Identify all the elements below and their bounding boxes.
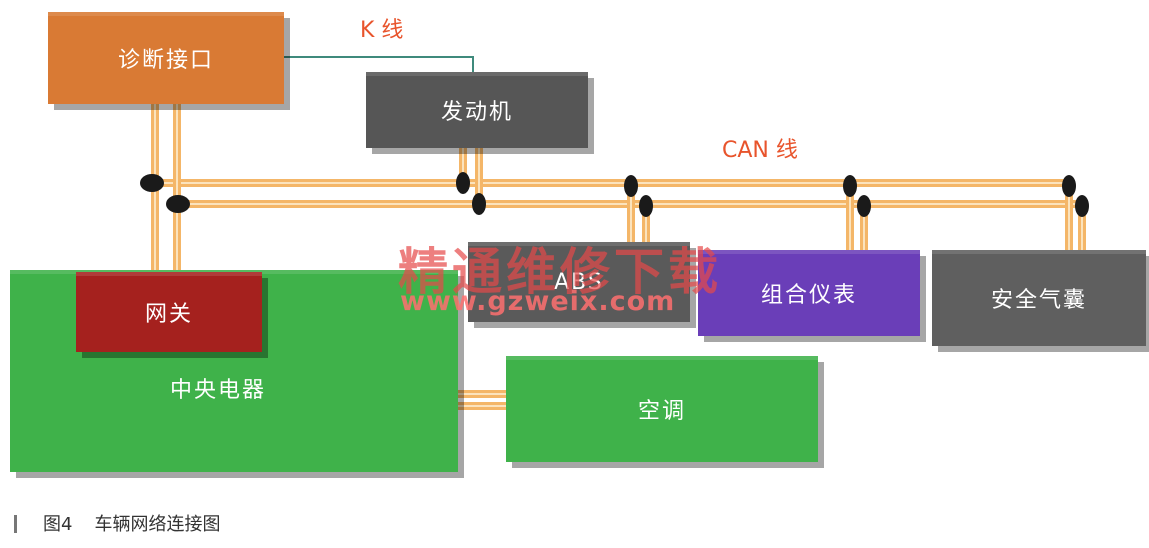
watermark-title: 精通维修下载 — [398, 243, 722, 301]
airbag-node: 安全气囊 — [932, 250, 1146, 346]
air-conditioning-node: 空调 — [506, 356, 818, 462]
diagnostic-port-node: 诊断接口 — [48, 12, 284, 104]
instrument-cluster-node: 组合仪表 — [698, 250, 920, 336]
figure-caption: 图4 车辆网络连接图 — [14, 510, 220, 536]
central-electric-label: 中央电器 — [170, 378, 267, 403]
engine-node: 发动机 — [366, 72, 588, 148]
k-line-label: K 线 — [360, 18, 404, 43]
figure-title: 车辆网络连接图 — [94, 514, 221, 535]
k-line-wire — [284, 56, 474, 72]
bus-connectors — [140, 172, 1089, 217]
figure-number: 图4 — [43, 514, 73, 535]
watermark-url: www.gzweix.com — [400, 286, 676, 317]
abs-node: ABS — [468, 242, 690, 322]
can-line-label: CAN 线 — [722, 138, 798, 163]
gateway-node: 网关 — [76, 272, 262, 352]
caption-bar — [14, 515, 17, 533]
